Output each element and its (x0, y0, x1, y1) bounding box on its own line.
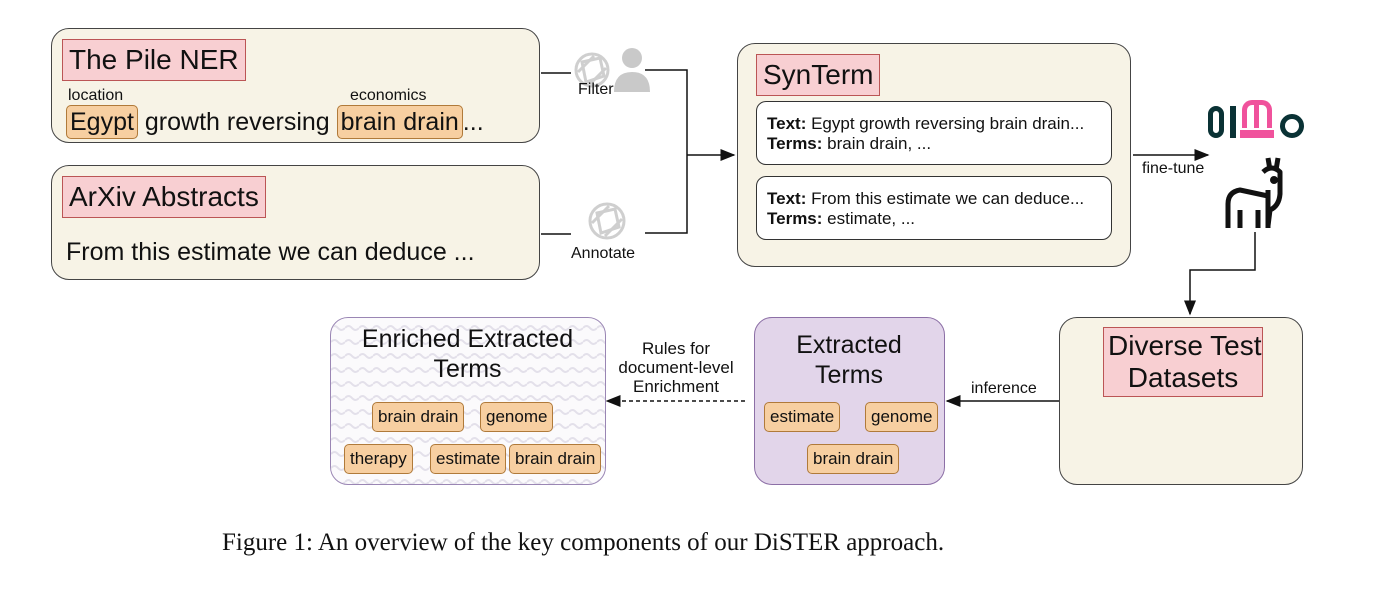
arxiv-box: ArXiv Abstracts From this estimate we ca… (51, 165, 540, 280)
term-tag: brain drain (509, 444, 602, 474)
synterm-box: SynTerm Text: Egypt growth reversing bra… (737, 43, 1131, 267)
extracted-terms-title: Extracted Terms (796, 331, 902, 389)
synterm-title: SynTerm (756, 54, 881, 96)
economics-label: economics (350, 87, 427, 104)
pile-sentence: Egypt growth reversing brain drain... (66, 105, 484, 139)
pile-ellipsis: ... (462, 108, 484, 136)
location-label: location (68, 87, 124, 104)
pile-ner-box: The Pile NER location economics Egypt gr… (51, 28, 540, 143)
test-datasets-box: Diverse Test Datasets (1059, 317, 1303, 485)
entity-tag: Egypt (66, 105, 138, 139)
olmo-logo (1206, 96, 1306, 144)
openai-filter-icon (574, 52, 610, 88)
rules-label: Rules for document-level Enrichment (618, 339, 734, 396)
term-tag: therapy (344, 444, 413, 474)
pile-middle-text: growth reversing (144, 108, 330, 136)
enriched-terms-title: Enriched Extracted Terms (361, 325, 574, 383)
openai-annotate-icon (588, 202, 626, 240)
person-icon (614, 48, 650, 92)
term-tag: brain drain (807, 444, 900, 474)
term-tag: genome (480, 402, 554, 432)
pile-ner-title: The Pile NER (62, 39, 246, 81)
inference-label: inference (971, 380, 1037, 397)
synterm-sample: Text: Egypt growth reversing brain drain… (756, 101, 1112, 165)
term-tag: brain drain (372, 402, 465, 432)
term-tag: estimate (430, 444, 507, 474)
finetune-label: fine-tune (1142, 160, 1205, 177)
term-tag: genome (865, 402, 939, 432)
enriched-terms-box: Enriched Extracted Terms brain drain gen… (330, 317, 606, 485)
annotate-label: Annotate (571, 245, 636, 262)
extracted-terms-box: Extracted Terms estimate genome brain dr… (754, 317, 945, 485)
term-tag: estimate (764, 402, 841, 432)
llama-icon (1225, 157, 1283, 228)
arxiv-title: ArXiv Abstracts (62, 176, 266, 218)
synterm-sample: Text: From this estimate we can deduce..… (756, 176, 1112, 240)
arxiv-text: From this estimate we can deduce ... (66, 238, 475, 266)
figure-caption: Figure 1: An overview of the key compone… (222, 529, 945, 556)
filter-label: Filter (578, 81, 614, 98)
entity-tag: brain drain (336, 105, 463, 139)
merge-line (645, 69, 688, 234)
model-to-test-arrow (1184, 232, 1256, 316)
test-datasets-title: Diverse Test Datasets (1103, 327, 1263, 397)
